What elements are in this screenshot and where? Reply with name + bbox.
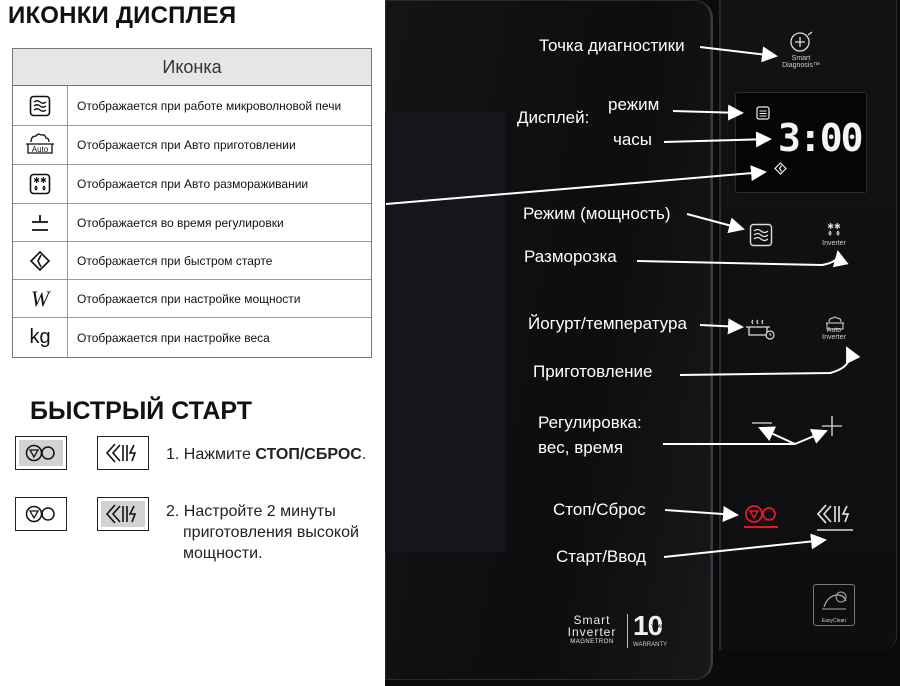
row-text: Отображается при настройке мощности — [77, 291, 301, 306]
auto-icon-label: Auto — [32, 145, 49, 154]
table-row: Отображается во время регулировки — [13, 204, 371, 242]
label-cooking: Приготовление — [533, 362, 653, 381]
warranty-year-word: YEAR — [651, 624, 665, 630]
label-diagnostics: Точка диагностики — [539, 36, 685, 55]
label-start: Старт/Ввод — [556, 547, 647, 566]
step-2: 2. Настройте 2 минуты приготовления высо… — [166, 503, 359, 562]
quick-start-icon — [13, 242, 68, 279]
start-icon — [105, 504, 137, 524]
arrow-adjust-minus — [663, 426, 796, 445]
stop-button-diagram — [15, 436, 67, 470]
weight-kg-icon: kg — [13, 318, 68, 357]
display-quick-start-icon — [774, 162, 787, 175]
label-power-mode: Режим (мощность) — [523, 204, 671, 223]
door-window — [385, 112, 505, 552]
row-text: Отображается во время регулировки — [77, 215, 284, 230]
arrow-stop — [664, 506, 739, 523]
kg-symbol: kg — [29, 326, 51, 348]
inverter-label: Inverter — [822, 240, 846, 247]
arrow-start — [663, 533, 827, 558]
arrow-power — [686, 213, 745, 234]
easyclean-icon — [822, 591, 847, 610]
auto-defrost-icon: ✱✱ — [13, 165, 68, 203]
start-icon — [105, 443, 137, 463]
start-button-diagram — [97, 497, 149, 531]
table-header: Иконка — [13, 49, 371, 86]
label-stop: Стоп/Сброс — [553, 500, 646, 519]
table-row: W Отображается при настройке мощности — [13, 280, 371, 318]
logo-divider — [627, 614, 628, 648]
arrow-yogurt — [699, 318, 744, 335]
quick-start-heading: БЫСТРЫЙ СТАРТ — [30, 397, 253, 425]
display-clock: 3:00 — [778, 116, 864, 160]
smart-diagnosis-icon[interactable] — [788, 30, 814, 54]
smart-inverter-logo: Smart Inverter MAGNETRON — [567, 613, 617, 645]
stop-reset-bold: СТОП/СБРОС — [255, 446, 362, 463]
yogurt-temperature-button[interactable] — [744, 316, 778, 340]
plus-minus-icon — [13, 204, 68, 241]
svg-text:✱✱: ✱✱ — [827, 222, 841, 231]
svg-text:✱✱: ✱✱ — [33, 176, 47, 185]
auto-inverter-button[interactable] — [823, 316, 847, 330]
stop-icon — [25, 505, 55, 523]
stop-button-diagram — [15, 497, 67, 531]
stop-icon — [25, 444, 55, 462]
easyclean-label: EasyClean — [821, 618, 847, 624]
row-text: Отображается при быстром старте — [77, 253, 273, 268]
label-display: Дисплей: — [517, 108, 590, 127]
microwave-waves-icon — [13, 86, 68, 125]
start-enter-button[interactable] — [815, 502, 855, 532]
power-mode-button[interactable] — [749, 223, 773, 247]
table-row: Auto Отображается при Авто приготовлении — [13, 126, 371, 165]
warranty-years: 10 — [633, 610, 663, 641]
arrow-clock — [663, 131, 772, 148]
auto-cook-icon: Auto — [13, 126, 68, 164]
row-text: Отображается при Авто размораживании — [77, 177, 309, 191]
microwave-door — [385, 0, 713, 680]
arrow-door — [385, 165, 767, 205]
inverter-defrost-button[interactable]: ✱✱ — [823, 221, 845, 237]
stop-reset-button[interactable] — [742, 503, 782, 529]
arrow-defrost — [636, 250, 849, 268]
w-symbol: W — [30, 285, 50, 311]
arrow-cooking — [679, 346, 861, 376]
icon-table: Иконка Отображается при работе микроволн… — [12, 48, 372, 358]
warranty-label: WARRANTY — [633, 642, 668, 648]
minus-button[interactable] — [750, 418, 774, 428]
row-text: Отображается при Авто приготовлении — [77, 138, 296, 152]
icons-heading: ИКОНКИ ДИСПЛЕЯ — [8, 2, 237, 29]
display-mode-icon — [756, 106, 770, 120]
table-row: Отображается при быстром старте — [13, 242, 371, 280]
arrow-diagnostics — [699, 46, 778, 63]
label-clock: часы — [613, 130, 653, 149]
easyclean-badge: EasyClean — [813, 584, 855, 626]
row-text: Отображается при настройке веса — [77, 330, 270, 345]
table-row: kg Отображается при настройке веса — [13, 318, 371, 357]
row-text: Отображается при работе микроволновой пе… — [77, 98, 342, 113]
arrow-mode — [672, 104, 744, 121]
label-defrost: Разморозка — [524, 247, 617, 266]
plus-button[interactable] — [820, 414, 844, 438]
label-adjust: Регулировка:вес, время — [538, 413, 642, 457]
start-button-diagram — [97, 436, 149, 470]
table-row: Отображается при работе микроволновой пе… — [13, 86, 371, 126]
label-mode: режим — [608, 95, 660, 114]
arrow-adjust-plus — [794, 429, 828, 445]
table-row: ✱✱ Отображается при Авто размораживании — [13, 165, 371, 204]
step-1: 1. Нажмите СТОП/СБРОС. — [166, 446, 367, 463]
power-w-icon: W — [13, 280, 68, 317]
label-yogurt: Йогурт/температура — [528, 314, 687, 333]
